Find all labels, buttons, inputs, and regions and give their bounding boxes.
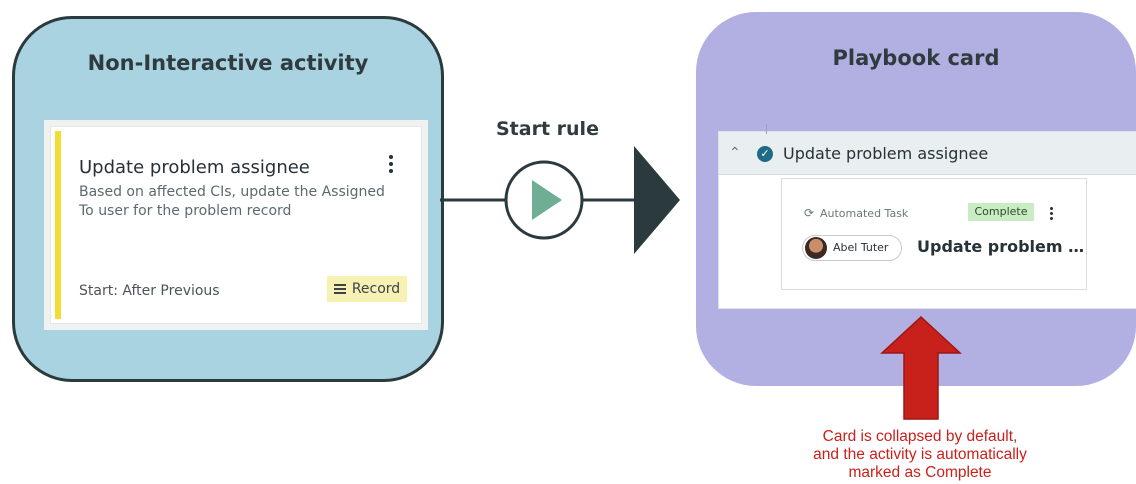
activity-start-condition: Start: After Previous — [79, 283, 220, 299]
timeline-tick — [766, 124, 767, 134]
playbook-card-title: Update problem assignee — [783, 144, 989, 163]
refresh-icon: ⟳ — [804, 206, 815, 220]
activity-more-icon[interactable] — [389, 155, 395, 176]
left-panel-title: Non-Interactive activity — [87, 51, 369, 75]
right-panel-title: Playbook card — [832, 46, 1000, 70]
red-up-arrow-icon — [880, 315, 962, 420]
activity-description: Based on affected CIs, update the Assign… — [79, 184, 385, 219]
avatar — [805, 237, 827, 259]
start-rule-label: Start rule — [496, 118, 599, 140]
chevron-up-icon[interactable]: ⌃ — [729, 144, 741, 160]
task-card[interactable]: ⟳ Automated Task Complete Abel Tuter Upd… — [781, 178, 1087, 290]
task-name[interactable]: Update problem … — [917, 237, 1085, 256]
caption-line-3: marked as Complete — [848, 464, 992, 481]
assignee-pill[interactable]: Abel Tuter — [802, 235, 902, 261]
task-type: Automated Task — [820, 207, 909, 220]
play-icon — [532, 180, 562, 220]
playbook-card[interactable]: ⌃ ✓ Update problem assignee ⟳ Automated … — [718, 124, 1136, 309]
activity-accent-bar — [55, 131, 61, 319]
activity-card[interactable]: Update problem assignee Based on affecte… — [50, 126, 422, 324]
status-badge: Complete — [968, 203, 1034, 221]
annotation-caption: Card is collapsed by default, and the ac… — [740, 428, 1100, 482]
list-icon — [333, 284, 346, 294]
playbook-card-header[interactable]: ⌃ ✓ Update problem assignee — [719, 124, 1136, 175]
check-circle-icon: ✓ — [757, 146, 773, 162]
activity-title: Update problem assignee — [79, 157, 310, 178]
record-label: Record — [351, 281, 401, 297]
start-rule-connector — [440, 146, 680, 254]
arrowhead-icon — [634, 146, 680, 254]
caption-line-2: and the activity is automatically — [813, 446, 1027, 463]
task-more-icon[interactable] — [1050, 207, 1053, 222]
caption-line-1: Card is collapsed by default, — [822, 428, 1018, 445]
record-badge: Record — [327, 276, 407, 302]
assignee-name: Abel Tuter — [833, 241, 889, 254]
